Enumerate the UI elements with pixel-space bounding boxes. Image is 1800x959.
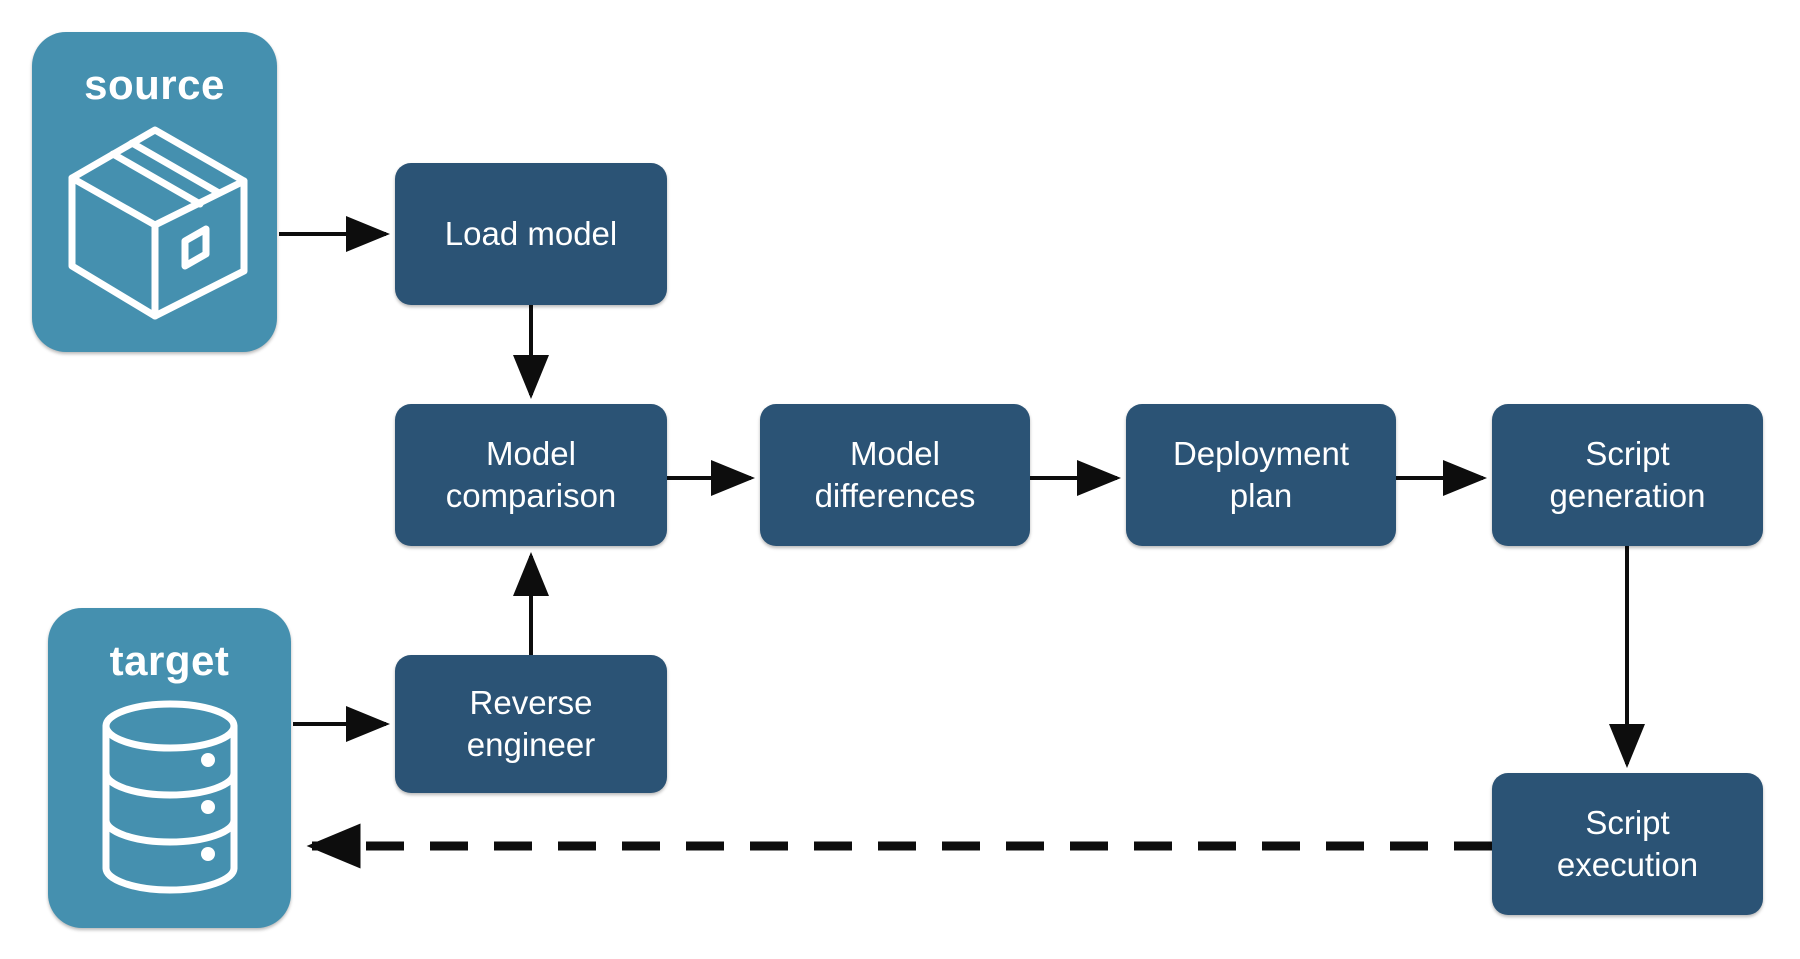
- node-script-execution[interactable]: Script execution: [1492, 773, 1763, 915]
- node-deployment-plan[interactable]: Deployment plan: [1126, 404, 1396, 546]
- node-reverse-engineer-label: Reverse engineer: [466, 683, 596, 763]
- node-script-generation[interactable]: Script generation: [1492, 404, 1763, 546]
- endpoint-target[interactable]: target: [48, 608, 291, 928]
- node-script-execution-label: Script execution: [1556, 803, 1699, 883]
- endpoint-source-label: source: [84, 61, 225, 108]
- node-reverse-engineer[interactable]: Reverse engineer: [395, 655, 667, 793]
- endpoint-target-label: target: [109, 637, 230, 684]
- database-cylinder-icon: [90, 698, 250, 901]
- node-model-differences-label: Model differences: [814, 434, 976, 514]
- node-model-comparison[interactable]: Model comparison: [395, 404, 667, 546]
- node-script-generation-label: Script generation: [1549, 434, 1706, 514]
- node-load-model-label: Load model: [444, 214, 618, 252]
- node-deployment-plan-label: Deployment plan: [1172, 434, 1350, 514]
- endpoint-source[interactable]: source: [32, 32, 277, 352]
- node-load-model[interactable]: Load model: [395, 163, 667, 305]
- package-box-icon: [60, 124, 250, 327]
- node-model-differences[interactable]: Model differences: [760, 404, 1030, 546]
- node-model-comparison-label: Model comparison: [445, 434, 617, 514]
